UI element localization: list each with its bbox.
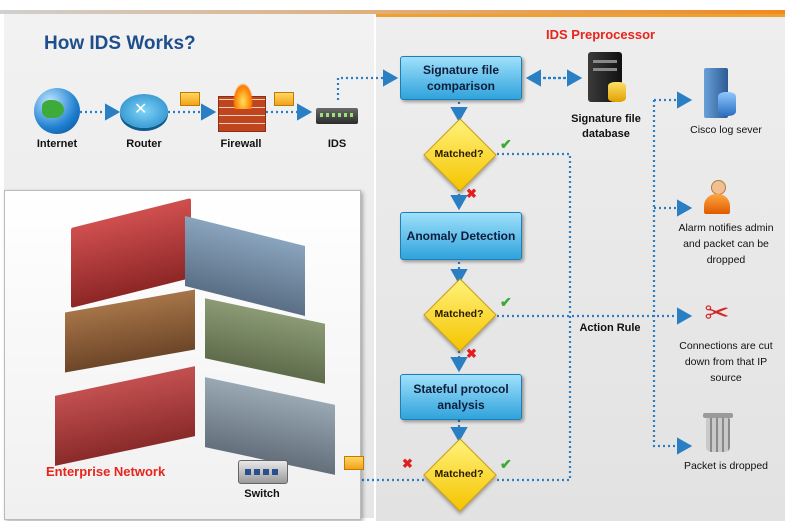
envelope-icon	[344, 456, 364, 470]
trash-bin-icon	[703, 413, 733, 452]
check-icon: ✔	[500, 294, 512, 310]
ids-device-icon	[316, 108, 358, 124]
log-server-icon	[704, 68, 736, 118]
envelope-icon	[274, 92, 294, 106]
decision-label: Matched?	[434, 308, 484, 320]
connector-decision1-actionrule	[492, 152, 572, 482]
action-rule-label: Action Rule	[579, 322, 641, 334]
router-icon: ✕	[120, 94, 168, 128]
log-server-label: Cisco log sever	[690, 124, 762, 136]
globe-icon	[34, 88, 80, 134]
firewall-label: Firewall	[220, 138, 262, 150]
stateful-analysis-box: Stateful protocol analysis	[400, 374, 522, 420]
anomaly-detection-box: Anomaly Detection	[400, 212, 522, 260]
top-accent-line	[0, 10, 785, 14]
alarm-action-label: Alarm notifies admin and packet can be d…	[678, 222, 774, 266]
scissors-icon: ✂	[704, 297, 730, 330]
internet-label: Internet	[36, 138, 78, 150]
database-label: Signature file database	[571, 113, 641, 140]
check-icon: ✔	[500, 136, 512, 152]
cross-icon: ✖	[466, 346, 477, 361]
packet-dropped-label: Packet is dropped	[683, 460, 769, 472]
diagram-title: How IDS Works?	[44, 33, 196, 54]
decision-label: Matched?	[434, 468, 484, 480]
preprocessor-title: IDS Preprocessor	[546, 27, 656, 42]
decision-label: Matched?	[434, 148, 484, 160]
switch-label: Switch	[244, 488, 280, 500]
admin-user-icon	[704, 180, 730, 214]
signature-comparison-box: Signature file comparison	[400, 56, 522, 100]
connector-action-trunk	[652, 100, 693, 455]
cross-icon: ✖	[466, 186, 477, 201]
database-server-icon	[588, 52, 626, 102]
connector-ids-signature	[336, 69, 399, 100]
cut-connection-label: Connections are cut down from that IP so…	[679, 340, 773, 384]
envelope-icon	[180, 92, 200, 106]
firewall-icon	[218, 83, 266, 132]
enterprise-network-label: Enterprise Network	[46, 464, 166, 479]
router-label: Router	[126, 138, 162, 150]
ids-label: IDS	[327, 138, 347, 150]
check-icon: ✔	[500, 456, 512, 472]
switch-icon	[238, 460, 288, 484]
cross-icon: ✖	[402, 456, 413, 471]
